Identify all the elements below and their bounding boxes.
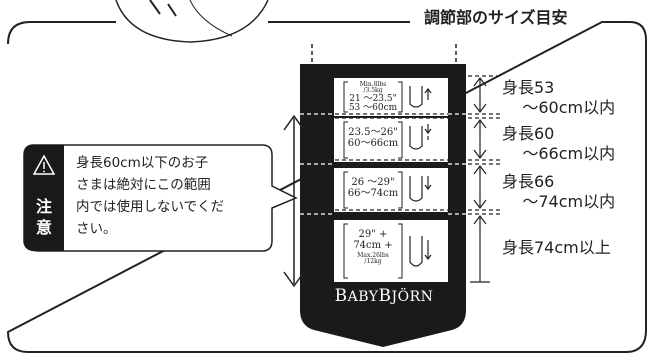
tag-panel-3: [334, 168, 448, 212]
tag-3-line2: 66～74cm: [347, 187, 399, 199]
pocket-icon-3: [409, 176, 423, 202]
pocket-icons: [409, 86, 432, 267]
range-label-3: 身長66 ～74cm以内: [502, 172, 615, 212]
tag-4-line1: 29" +: [358, 229, 388, 240]
tag-brackets: [343, 81, 403, 279]
warning-text: 身長60cm以下のお子 さまは絶対にこの範囲 内では使用しないでくだ さい。: [76, 155, 225, 237]
warning-kanji-top: 注: [35, 197, 52, 216]
tag-2: 23.5～26" 60～66cm: [346, 127, 400, 149]
arrow-up-icon: [424, 88, 432, 100]
tag-panel-4: [334, 220, 448, 282]
tag-1-line3: 21 ～23.5": [349, 93, 397, 104]
arrow-updown-icon: [424, 124, 432, 140]
total-range-arrow: [283, 114, 305, 288]
tag-3: 26 ～29" 66～74cm: [346, 177, 400, 199]
tag-3-line1: 26 ～29": [351, 177, 395, 188]
range-1-line1: 身長53: [502, 78, 555, 97]
ring-detail: [149, 0, 177, 17]
tag-1-line2: /3.5kg: [363, 87, 383, 95]
tag-2-line2: 60～66cm: [347, 137, 399, 149]
tag-4-line2: 74cm +: [353, 239, 393, 251]
warning-triangle-icon: [32, 154, 56, 175]
range-3-line1: 身長66: [502, 172, 555, 191]
warning-label-block: [24, 145, 64, 251]
range-label-1: 身長53 ～60cm以内: [502, 78, 615, 118]
pocket-icon-2: [409, 126, 423, 150]
range-2-line2: ～66cm以内: [502, 144, 616, 163]
ring-detail-line: [189, 0, 233, 37]
range-arrows: [470, 77, 490, 283]
tag-4-line4: /12kg: [364, 258, 382, 266]
pocket-icon-1: [409, 86, 423, 108]
warning-kanji-bottom: 意: [35, 218, 52, 237]
brand-logo: BABYBJÖRN: [334, 286, 434, 306]
tag-1-line1: Min.8lbs: [359, 81, 387, 88]
tag-1: Min.8lbs /3.5kg 21 ～23.5" 53 ～60cm: [348, 81, 398, 114]
arrow-down-icon-2: [424, 240, 432, 260]
tag-2-line1: 23.5～26": [348, 127, 398, 138]
pocket-icon-4: [409, 236, 423, 267]
tag-4: 29" + 74cm + Max.26lbs /12kg: [346, 229, 400, 266]
tag-1-line4: 53 ～60cm: [348, 103, 398, 114]
ring-illustration: [115, 0, 269, 43]
range-separators: [300, 75, 500, 215]
range-4-line1: 身長74cm以上: [502, 238, 611, 257]
range-label-2: 身長60 ～66cm以内: [502, 124, 615, 164]
tag-panel-2: [334, 118, 448, 162]
page-title: 調節部のサイズ目安: [420, 8, 572, 28]
arrow-down-icon: [424, 176, 432, 190]
range-3-line2: ～74cm以内: [502, 192, 616, 211]
outer-frame: [6, 21, 647, 353]
range-2-line1: 身長60: [502, 124, 555, 143]
range-1-line2: ～60cm以内: [502, 98, 616, 117]
tag-4-line3: Max.26lbs: [357, 252, 389, 259]
range-label-4: 身長74cm以上: [502, 238, 611, 258]
